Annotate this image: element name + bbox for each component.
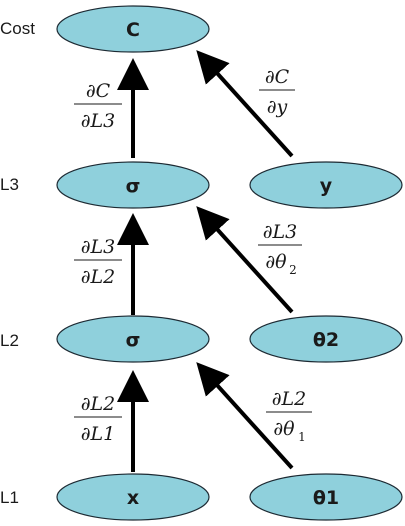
frac-denominator: ∂y [267,96,288,118]
level-label-l3: L3 [0,175,19,194]
node-theta2: θ2 [249,315,403,363]
edge-theta2-to-sigma3 [196,206,294,314]
edge-label-dl2-dtheta1: ∂L2 ∂θ 1 [266,388,312,444]
edge-label-dl2-dl1: ∂L2 ∂L1 [74,393,122,445]
level-label-l1: L1 [0,488,19,507]
node-sigma-l2-label: σ [126,329,141,351]
frac-numerator: ∂C [265,66,290,88]
node-sigma-l2: σ [56,315,210,363]
frac-denominator: ∂θ [265,251,287,273]
level-label-l2: L2 [0,331,19,350]
node-theta1-label: θ1 [313,487,339,509]
frac-numerator: ∂L2 [272,388,307,410]
frac-denominator: ∂L1 [81,423,116,445]
node-theta2-label: θ2 [313,329,339,351]
level-label-cost: Cost [0,19,35,38]
node-y: y [249,161,403,209]
frac-denominator: ∂θ [273,418,295,440]
edge-label-dc-dy: ∂C ∂y [259,66,295,118]
edge-label-dl3-dtheta2: ∂L3 ∂θ 2 [258,221,302,277]
frac-denominator-subscript: 1 [298,430,306,444]
node-c: C [56,5,210,53]
edge-label-dl3-dl2: ∂L3 ∂L2 [74,236,122,288]
edge-theta1-to-sigma2 [196,362,294,470]
node-x-label: x [127,487,139,509]
node-theta1: θ1 [249,473,403,521]
frac-denominator-subscript: 2 [289,263,297,277]
frac-denominator: ∂L2 [81,266,116,288]
node-c-label: C [126,19,140,41]
node-y-label: y [320,175,333,197]
frac-denominator: ∂L3 [81,110,116,132]
frac-numerator: ∂L2 [81,393,116,415]
frac-numerator: ∂L3 [263,221,298,243]
node-sigma-l3-label: σ [126,175,141,197]
node-sigma-l3: σ [56,161,210,209]
node-x: x [56,473,210,521]
edge-label-dc-dl3: ∂C ∂L3 [74,80,122,132]
frac-numerator: ∂C [86,80,111,102]
edge-y-to-c [196,50,294,158]
frac-numerator: ∂L3 [81,236,116,258]
